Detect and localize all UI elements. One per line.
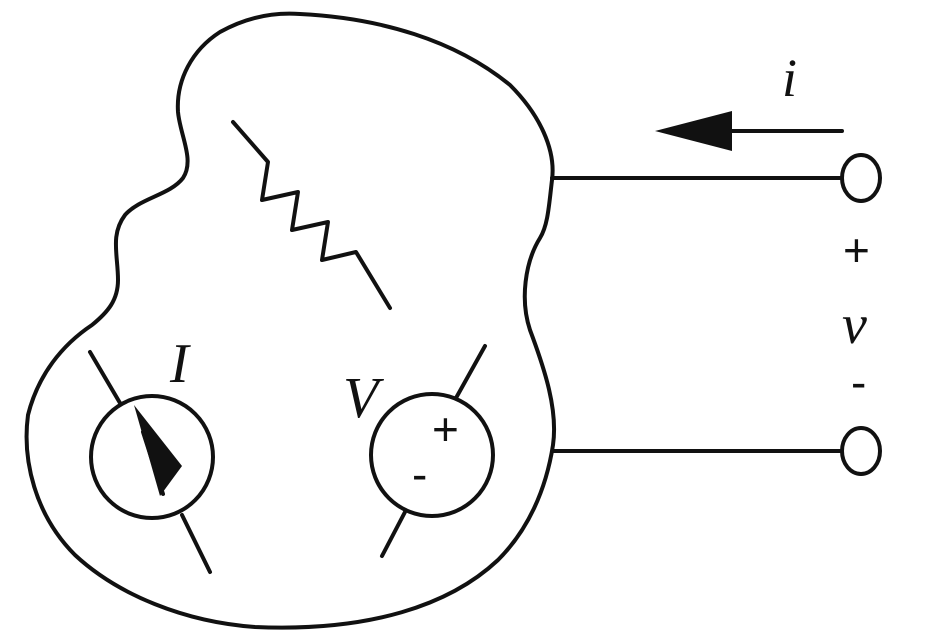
current-source-lead-bottom [180,513,212,574]
label-voltage-source: V [343,365,385,430]
label-current-source: I [169,333,191,395]
voltage-source-lead-bottom [380,510,407,558]
current-arrow-head [655,111,732,151]
label-voltage-plus: + [432,403,459,455]
terminal-top [840,153,882,203]
label-voltage-minus: - [412,448,427,500]
current-source [89,394,215,520]
label-terminal-minus: - [851,356,866,408]
label-terminal-plus: + [843,224,870,276]
label-terminal-voltage: v [842,294,867,356]
resistor [231,120,392,310]
terminal-bottom [840,426,882,476]
network-boundary [24,11,557,630]
current-source-arrowhead [134,405,182,496]
label-terminal-current: i [782,48,797,108]
current-source-lead-top [88,350,122,405]
voltage-source [369,392,495,518]
voltage-source-lead-top [454,344,487,400]
